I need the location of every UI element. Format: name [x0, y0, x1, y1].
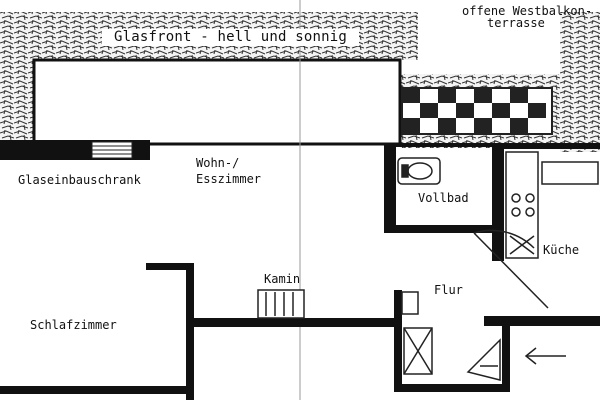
wall-hall-bottom	[394, 384, 504, 392]
wall-bath-left	[384, 143, 396, 233]
wall-bath-bottom	[384, 225, 496, 233]
hall-closet	[401, 291, 433, 375]
wall-bedroom-right	[186, 263, 194, 400]
room-label-living-line1: Wohn-/	[196, 156, 240, 170]
wall-bath-right	[492, 143, 500, 261]
room-label-bedroom: Schlafzimmer	[30, 318, 117, 332]
wall-bath-top	[396, 143, 496, 147]
wall-bottom-left	[0, 386, 190, 394]
wall-hall-right	[484, 316, 600, 326]
stone-wall-right	[560, 12, 600, 152]
bath-fixtures	[397, 157, 441, 185]
room-label-bath: Vollbad	[418, 191, 469, 205]
arrow-left-icon	[522, 345, 568, 367]
wall-kitchen-top	[500, 143, 600, 149]
door-swings	[473, 229, 549, 309]
stone-wall-left	[0, 12, 34, 140]
room-label-kitchen: Küche	[543, 243, 580, 257]
wall-kitchen-left	[498, 143, 504, 261]
entrance-stair	[466, 338, 501, 381]
balcony-label-line2: terrasse	[487, 16, 545, 30]
wall-entrance-post	[502, 316, 510, 392]
fireplace-label: Kamin	[264, 272, 301, 286]
room-label-hall: Flur	[434, 283, 463, 297]
balcony-tiles	[401, 87, 553, 135]
wall-corridor	[194, 318, 394, 327]
wall-bedroom-top	[146, 263, 194, 270]
cabinet-label: Glaseinbauschrank	[18, 173, 141, 187]
glass-front-banner: Glasfront - hell und sonnig	[102, 29, 359, 46]
wall-hall-left	[394, 290, 402, 390]
room-label-living-line2: Esszimmer	[196, 172, 262, 186]
fireplace	[257, 289, 305, 319]
balcony-label-line1: offene Westbalkon-	[462, 4, 593, 18]
glass-cabinet	[91, 141, 133, 159]
kitchen-counter	[505, 151, 599, 259]
glass-front-outline	[32, 58, 402, 146]
